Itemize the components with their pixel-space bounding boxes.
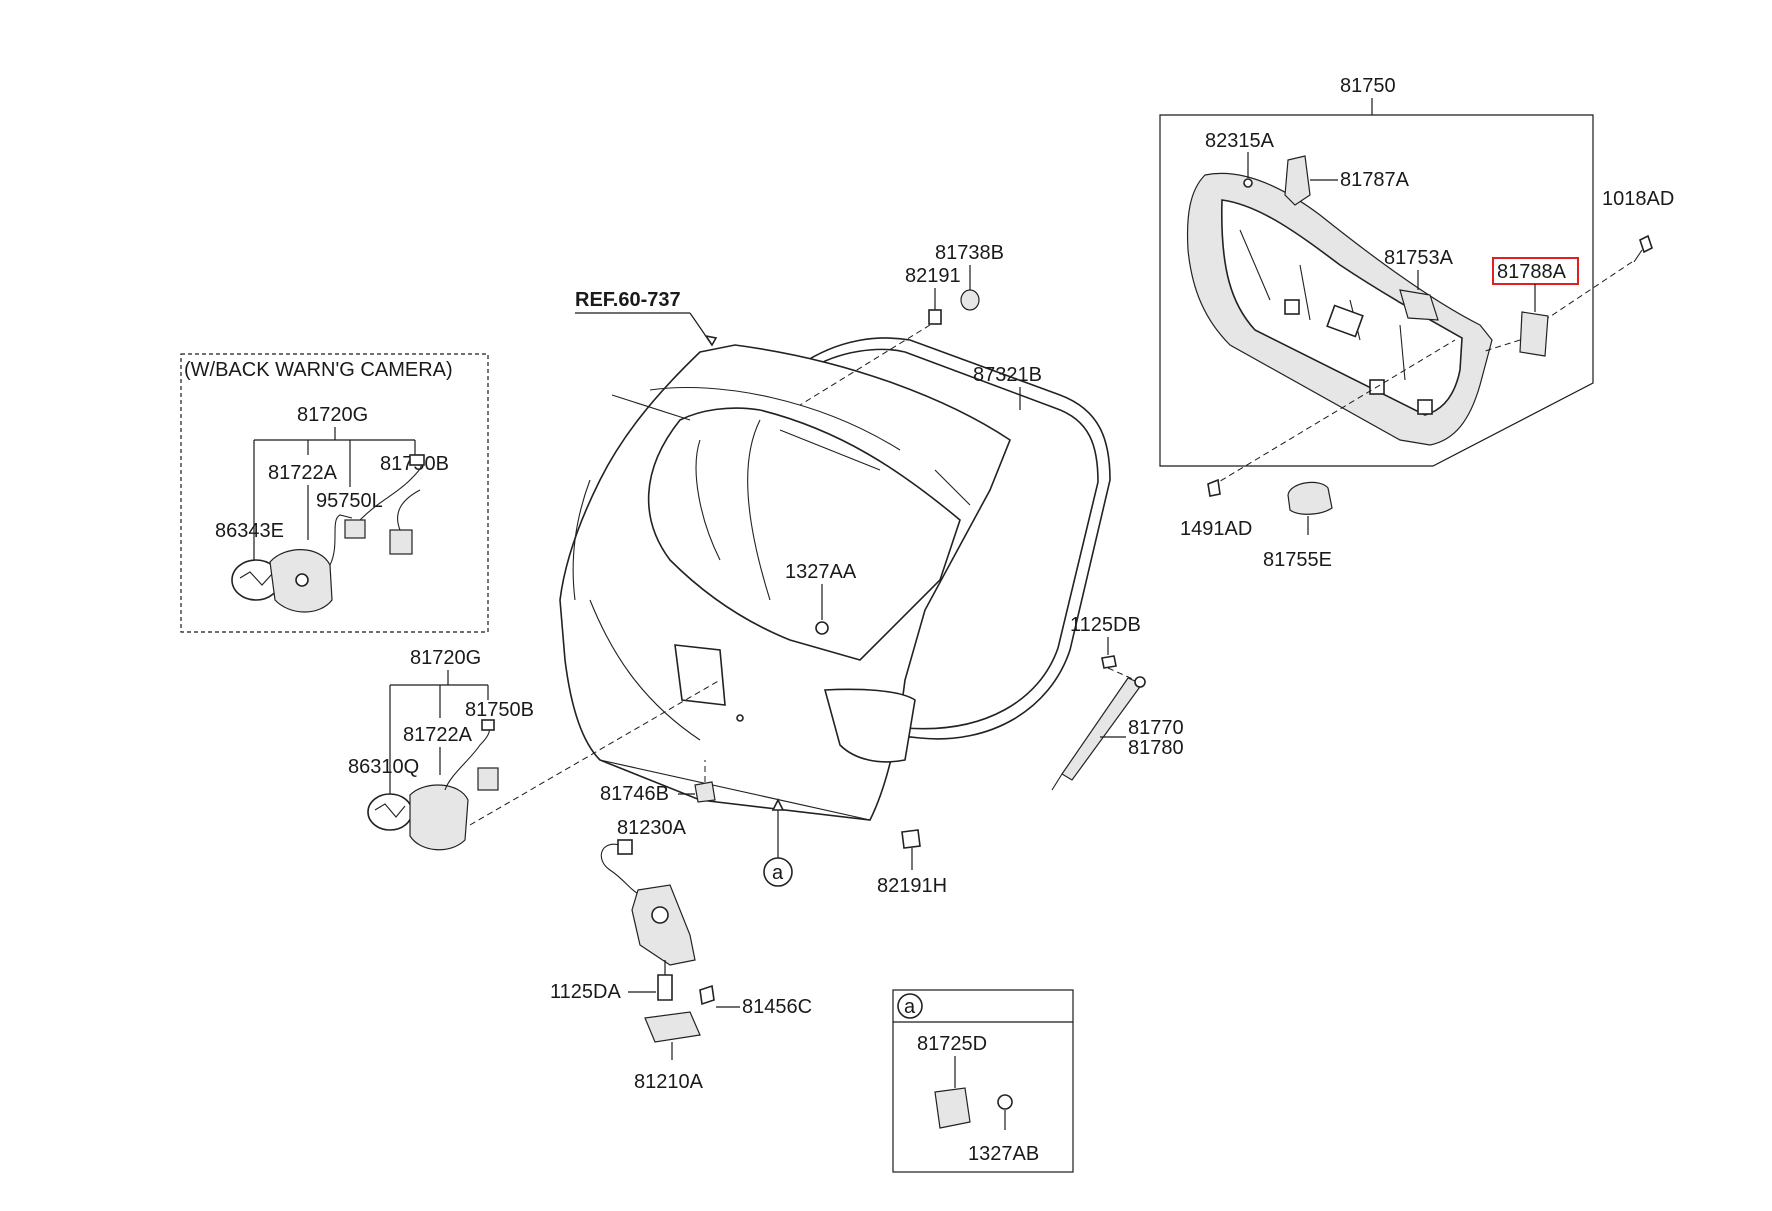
label-1018AD[interactable]: 1018AD [1602, 188, 1674, 210]
label-1327AB[interactable]: 1327AB [968, 1143, 1039, 1165]
screw-1018AD[interactable] [1639, 234, 1653, 254]
nut-1327AB[interactable] [997, 1094, 1013, 1110]
label-cam-95750L[interactable]: 95750L [316, 490, 383, 512]
clip-1491AD[interactable] [1207, 478, 1221, 497]
inset-a-box [892, 989, 1074, 1173]
latch-81230A[interactable] [631, 884, 696, 966]
label-81753A[interactable]: 81753A [1384, 247, 1454, 269]
inset-a-circle [897, 993, 923, 1019]
label-1491AD[interactable]: 1491AD [1180, 518, 1252, 540]
tailgate-group: REF.60-737 87321B 81738B 82191 [559, 242, 1184, 897]
screw-81456C[interactable] [699, 984, 715, 1006]
trim-assembly-box [1159, 114, 1594, 467]
garnish-group: 81720G 81750B 81722A 86310Q [348, 647, 721, 851]
label-1125DB[interactable]: 1125DB [1070, 614, 1141, 636]
label-82191[interactable]: 82191 [905, 265, 961, 287]
label-1327AA[interactable]: 1327AA [785, 561, 857, 583]
camera-option-group: (W/BACK WARN'G CAMERA) 81720G 81722A 817… [180, 353, 489, 633]
label-1125DA[interactable]: 1125DA [550, 981, 621, 1003]
label-81780[interactable]: 81780 [1128, 737, 1184, 759]
connector-81750B[interactable] [477, 767, 499, 791]
clip-81746B[interactable] [694, 781, 716, 803]
garnish-81720G[interactable] [409, 784, 469, 851]
label-86310Q[interactable]: 86310Q [348, 756, 419, 778]
label-cam-81722A[interactable]: 81722A [268, 462, 338, 484]
label-81738B[interactable]: 81738B [935, 242, 1004, 264]
bumper-81738B[interactable] [960, 289, 980, 311]
bolt-1125DA[interactable] [657, 974, 673, 1001]
label-82191H[interactable]: 82191H [877, 875, 947, 897]
label-81230A[interactable]: 81230A [617, 817, 687, 839]
part-81788A[interactable] [1519, 311, 1549, 357]
cam-connector-81750B[interactable] [389, 529, 413, 555]
buffer-82191H[interactable] [901, 829, 921, 849]
part-81753A[interactable] [1399, 289, 1439, 321]
cap-81755E[interactable] [1287, 481, 1333, 515]
label-81787A[interactable]: 81787A [1340, 169, 1410, 191]
circle-a-text: a [772, 862, 784, 884]
bracket-81787A[interactable] [1284, 155, 1311, 206]
label-87321B[interactable]: 87321B [973, 364, 1042, 386]
circle-a-callout[interactable] [763, 857, 793, 887]
inset-a-group: a 81725D 1327AB [892, 989, 1074, 1173]
emblem-86310Q[interactable] [367, 793, 413, 831]
label-81456C[interactable]: 81456C [742, 996, 812, 1018]
ref-label: REF.60-737 [575, 289, 681, 311]
label-81770[interactable]: 81770 [1128, 717, 1184, 739]
label-cam-86343E[interactable]: 86343E [215, 520, 284, 542]
lamp-recess[interactable] [823, 688, 916, 763]
label-82315A[interactable]: 82315A [1205, 130, 1275, 152]
label-81210A[interactable]: 81210A [634, 1071, 704, 1093]
handle-recess[interactable] [674, 644, 726, 706]
label-81750[interactable]: 81750 [1340, 75, 1396, 97]
bolt-1125DB[interactable] [1101, 655, 1117, 669]
latch-group: 81746B 81230A 1125DA 81456C 81210A [550, 760, 812, 1093]
rear-glass[interactable] [647, 407, 961, 661]
label-81722A[interactable]: 81722A [403, 724, 473, 746]
label-81788A[interactable]: 81788A [1497, 261, 1567, 283]
cam-95750L[interactable] [344, 519, 366, 539]
trim-assembly-group: 81750 82315A 81787A 81753A 81788A 1491A [1159, 75, 1674, 571]
camera-option-box [180, 353, 489, 633]
label-81725D[interactable]: 81725D [917, 1033, 987, 1055]
buffer-82191[interactable] [928, 309, 942, 325]
nut-1327AA[interactable] [815, 621, 829, 635]
striker-81210A[interactable] [644, 1011, 701, 1043]
inset-a-text: a [904, 996, 916, 1018]
part-81725D[interactable] [934, 1087, 971, 1129]
label-81720G[interactable]: 81720G [410, 647, 481, 669]
label-81750B[interactable]: 81750B [465, 699, 534, 721]
label-81755E[interactable]: 81755E [1263, 549, 1332, 571]
label-cam-81720G[interactable]: 81720G [297, 404, 368, 426]
label-81746B[interactable]: 81746B [600, 783, 669, 805]
camera-box-title: (W/BACK WARN'G CAMERA) [184, 359, 453, 381]
